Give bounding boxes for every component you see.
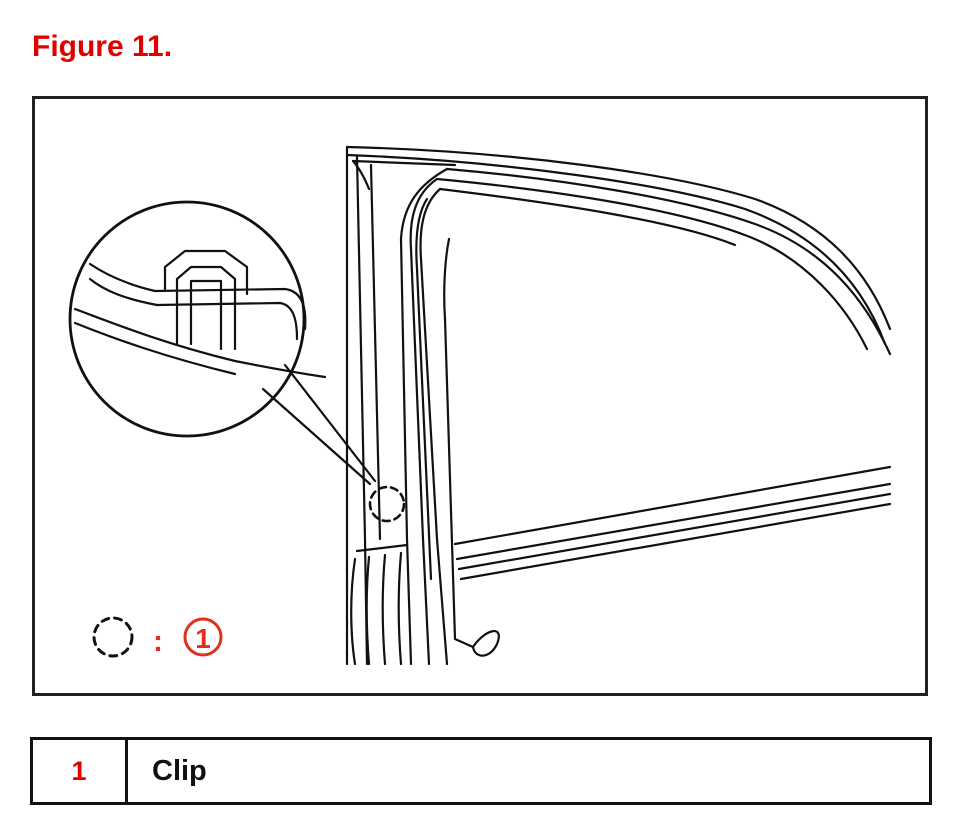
glass-run-channel [399, 167, 475, 666]
door-window-illustration: : 1 [68, 145, 892, 666]
figure-title: Figure 11. [32, 30, 173, 63]
callout-number-circle-icon [183, 617, 223, 657]
callout-number: 1 [195, 623, 211, 654]
legend-table: 1 Clip [30, 737, 932, 805]
window-frame-inner [435, 167, 892, 356]
diagram-frame: : 1 [32, 96, 928, 696]
clip-location-marker [368, 485, 406, 523]
dashed-circle-icon [92, 616, 134, 658]
detail-magnifier [68, 200, 327, 438]
legend-number-cell: 1 [33, 740, 128, 802]
lower-weatherstrip [350, 543, 500, 666]
legend-symbol: : 1 [92, 616, 223, 658]
legend-label-cell: Clip [152, 754, 207, 787]
legend-marker-colon: : [153, 625, 163, 658]
window-frame-outer [345, 145, 892, 346]
detail-leader-lines [261, 363, 377, 486]
belt-molding [453, 465, 892, 581]
